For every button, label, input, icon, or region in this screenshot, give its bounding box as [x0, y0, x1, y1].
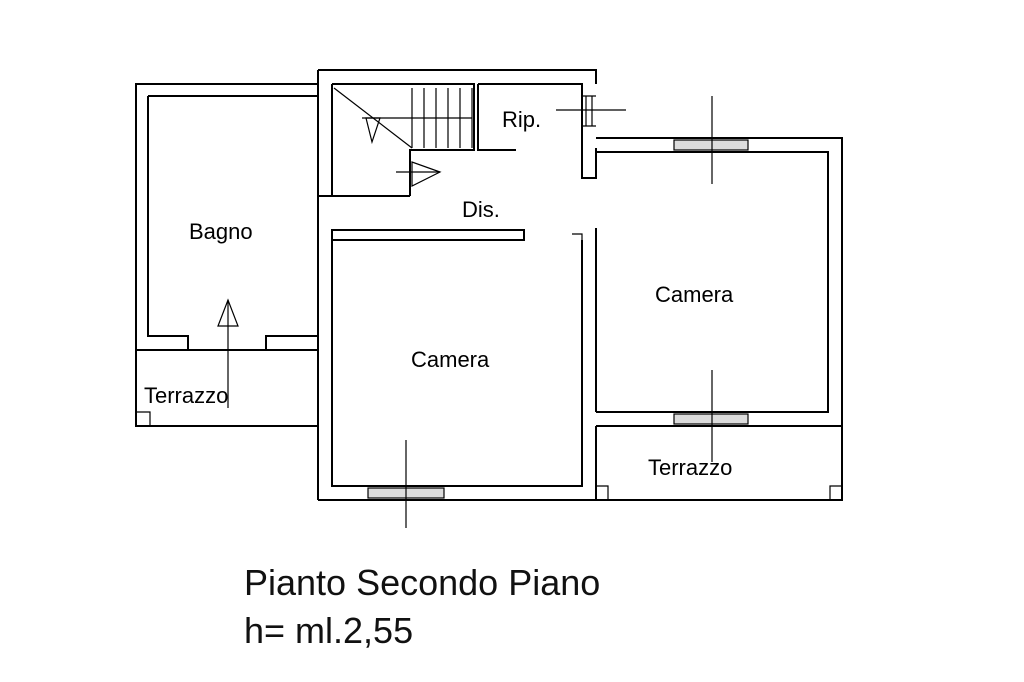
room-label-terrazzo-right: Terrazzo [648, 455, 732, 480]
room-label-camera-right: Camera [655, 282, 734, 307]
room-labels: Bagno Camera Camera Terrazzo Terrazzo Ri… [144, 107, 734, 480]
plan-height: h= ml.2,55 [244, 610, 413, 651]
caption: Pianto Secondo Piano h= ml.2,55 [244, 562, 600, 651]
window-camera-right-bottom [673, 413, 749, 425]
window-camera-right-top [673, 139, 749, 151]
windows [367, 139, 749, 499]
room-label-bagno: Bagno [189, 219, 253, 244]
room-label-ripostiglio: Rip. [502, 107, 541, 132]
plan-title: Pianto Secondo Piano [244, 562, 600, 603]
room-label-disimpegno: Dis. [462, 197, 500, 222]
walls [135, 69, 843, 501]
axis-lines [217, 96, 713, 528]
room-label-camera-left: Camera [411, 347, 490, 372]
room-label-terrazzo-left: Terrazzo [144, 383, 228, 408]
